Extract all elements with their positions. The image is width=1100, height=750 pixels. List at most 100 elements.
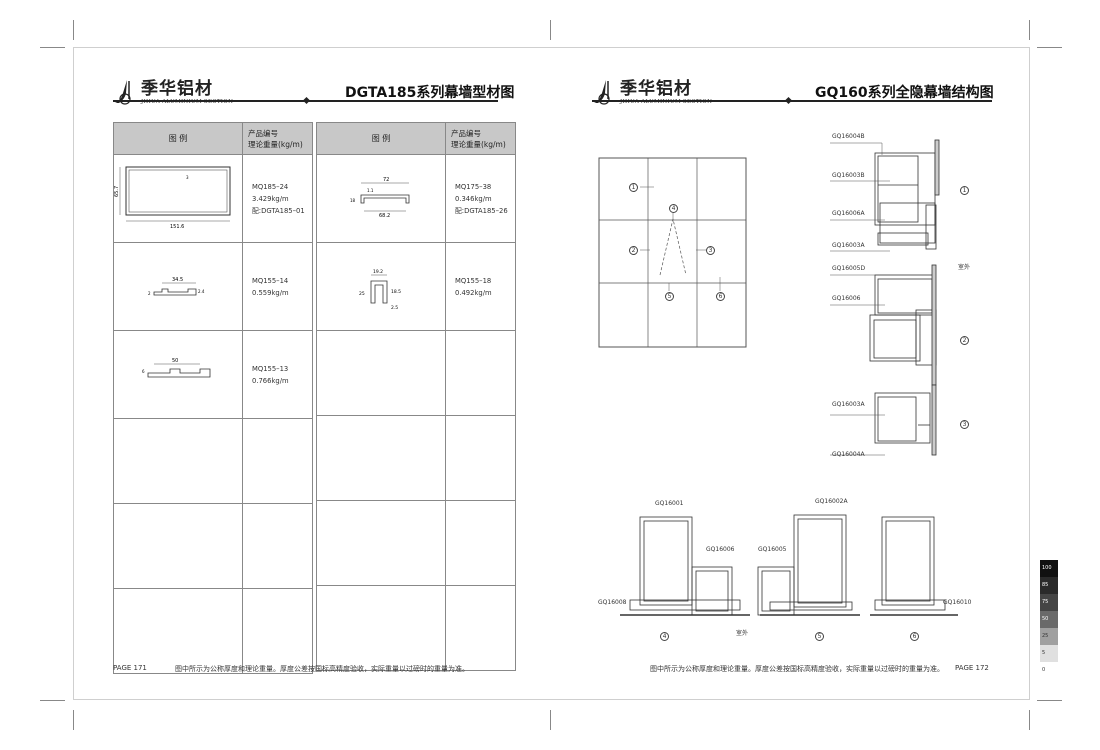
grid-marker: 3 [706,246,715,255]
profile-figure [316,330,446,416]
dim-label: 1.1 [367,188,374,193]
page-title-right: GQ160系列全隐幕墙结构图 [815,85,994,101]
part-label: GQ16010 [943,599,972,606]
section-marker: 5 [815,632,824,641]
profile-info [445,500,516,586]
swatch: 50 [1040,611,1058,628]
section-marker: 3 [960,420,969,429]
swatch: 85 [1040,577,1058,594]
table-row: 65.7 151.6 3 MQ185–24 3.429kg/m 配:DGTA18… [113,154,313,243]
crop-mark [1037,700,1062,701]
table-row [316,330,516,416]
product-weight: 0.766kg/m [252,376,289,385]
product-code: MQ155–18 [455,276,492,285]
profile-drawing: 65.7 151.6 3 [114,166,231,230]
page-number-right: PAGE 172 [955,664,989,672]
profile-figure [113,588,243,674]
profile-figure: 50 6 [113,330,243,419]
grid-marker: 2 [629,246,638,255]
page-title-left: DGTA185系列幕墙型材图 [345,85,515,101]
logo-name: 季华铝材 [620,79,692,99]
product-code: MQ155–14 [252,276,289,285]
dim-label: 18 [350,198,356,203]
part-label: GQ16003B [832,172,865,179]
profile-info: MQ185–24 3.429kg/m 配:DGTA185–01 [242,154,313,243]
table-row: 19.2 25 18.5 2.5 MQ155–18 0.492kg/m [316,242,516,331]
grid-marker: 4 [669,204,678,213]
table-row: 50 6 MQ155–13 0.766kg/m [113,330,313,419]
logo-name: 季华铝材 [141,79,213,99]
dim-label: 34.5 [172,277,183,283]
profile-figure: 65.7 151.6 3 [113,154,243,243]
footnote-left: 图中所示为公称厚度和理论重量。厚度公差按国标高精度验收，实际重量以过磅时的重量为… [175,665,469,673]
table-row [316,415,516,501]
part-label: GQ16001 [655,500,684,507]
header-rule [592,100,992,102]
dim-label: 6 [142,369,145,374]
dim-label: 25 [359,291,365,297]
page-number-left: PAGE 171 [113,664,147,672]
dim-label: 151.6 [170,224,184,230]
product-code: MQ175–38 [455,182,492,191]
dim-label: 3 [186,175,189,180]
product-code: MQ155–13 [252,364,289,373]
brand-logo-left: 季华铝材 JIHUA ALUMINIUM SECTION [113,74,233,105]
part-label: GQ16008 [598,599,627,606]
part-label: GQ16006A [832,210,865,217]
swatch: 75 [1040,594,1058,611]
profile-table-right: 图 例 产品编号 理论重量(kg/m) 72 1.1 18 68.2 MQ175… [316,122,516,671]
profile-info: MQ155–13 0.766kg/m [242,330,313,419]
grid-marker: 1 [629,183,638,192]
crop-mark [73,20,74,40]
horizontal-section-drawing [620,514,958,616]
dim-label: 72 [383,177,389,183]
dim-label: 19.2 [373,269,383,275]
profile-info [242,588,313,674]
profile-figure [113,418,243,504]
col-figure-header: 图 例 [316,122,446,155]
logo-mark-icon [594,80,610,105]
crop-mark [1037,47,1062,48]
dim-label: 68.2 [379,213,390,219]
table-row [113,503,313,589]
table-row [113,588,313,674]
profile-table-left: 图 例 产品编号 理论重量(kg/m) 65.7 151.6 3 MQ185–2… [113,122,313,674]
profile-figure: 34.5 2 2.4 [113,242,243,331]
grid-marker: 5 [665,292,674,301]
swatch: 25 [1040,628,1058,645]
product-pair: 配:DGTA185–01 [252,206,305,215]
profile-figure [113,503,243,589]
footnote-right: 图中所示为公称厚度和理论重量。厚度公差按国标高精度验收，实际重量以过磅时的重量为… [650,665,944,673]
crop-mark [40,47,65,48]
profile-figure: 19.2 25 18.5 2.5 [316,242,446,331]
crop-mark [550,20,551,40]
col-info-header: 产品编号 理论重量(kg/m) [445,122,516,155]
outside-label: 室外 [736,630,749,637]
profile-info [242,418,313,504]
grid-marker: 6 [716,292,725,301]
outside-label: 室外 [958,264,971,271]
part-label: GQ16002A [815,498,848,505]
profile-info: MQ155–14 0.559kg/m [242,242,313,331]
crop-mark [550,710,551,730]
dim-label: 2.4 [198,289,205,294]
profile-drawing: 34.5 2 2.4 [148,277,205,296]
dim-label: 65.7 [114,186,120,197]
part-label: GQ16005 [758,546,787,553]
table-row: 72 1.1 18 68.2 MQ175–38 0.346kg/m 配:DGTA… [316,154,516,243]
part-label: GQ16003A [832,401,865,408]
part-label: GQ16004A [832,451,865,458]
dim-label: 2.5 [391,305,398,311]
profile-info [242,503,313,589]
product-weight: 0.559kg/m [252,288,289,297]
crop-mark [73,710,74,730]
vertical-section-drawing [830,139,940,456]
elevation-grid [598,157,747,348]
table-row: 34.5 2 2.4 MQ155–14 0.559kg/m [113,242,313,331]
col-info-header: 产品编号 理论重量(kg/m) [242,122,313,155]
profile-figure [316,415,446,501]
dim-label: 2 [148,291,151,296]
profile-figure: 72 1.1 18 68.2 [316,154,446,243]
part-label: GQ16003A [832,242,865,249]
col-figure-header: 图 例 [113,122,243,155]
